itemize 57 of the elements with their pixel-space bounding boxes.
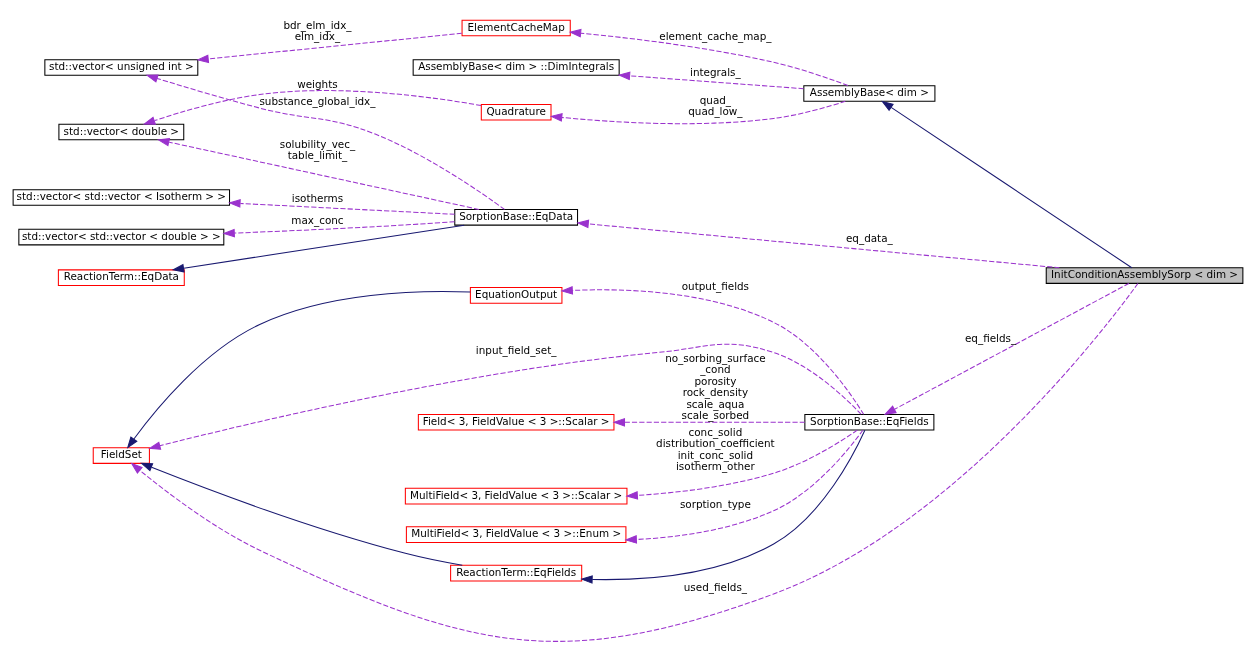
- arrow: [883, 282, 1130, 416]
- arrow: [580, 429, 866, 584]
- node-box: InitConditionAssemblySorp < dim >: [1045, 267, 1244, 284]
- node-box: std::vector< std::vector < Isotherm > >: [12, 189, 231, 206]
- edge-label: sorption_type: [679, 497, 751, 510]
- edge-label: bdr_elm_idx_ elm_idx_: [283, 19, 352, 43]
- arrow: [560, 286, 865, 415]
- arrow: [142, 90, 482, 125]
- edge-label: no_sorbing_surface _cond porosity rock_density scale_aqua scale_sorbed: [665, 351, 766, 422]
- arrow: [156, 137, 480, 210]
- arrow: [612, 417, 806, 427]
- arrow: [140, 462, 463, 566]
- arrow: [171, 224, 465, 273]
- edge-label: output_fields: [681, 280, 750, 293]
- node-box: MultiField< 3, FieldValue < 3 >::Enum >: [405, 526, 627, 543]
- edge-label: isotherms: [291, 191, 344, 204]
- edge-label: element_cache_map_: [659, 30, 772, 43]
- arrow: [576, 219, 1060, 269]
- arrow: [222, 221, 456, 238]
- node-box: std::vector< double >: [58, 123, 185, 141]
- node-box: std::vector< unsigned int >: [44, 59, 199, 76]
- node-box: MultiField< 3, FieldValue < 3 >::Scalar >: [404, 487, 628, 505]
- node-box: AssemblyBase< dim > ::DimIntegrals: [412, 59, 620, 76]
- node-box: EquationOutput: [469, 287, 563, 304]
- edge-label: conc_solid distribution_coefficient init_conc_solid isotherm_other: [656, 425, 775, 473]
- edge-label: quad_ quad_low_: [688, 93, 743, 118]
- arrow: [145, 74, 505, 210]
- arrow: [228, 199, 456, 215]
- edge-label: solubility_vec_ table_limit_: [279, 137, 356, 162]
- node-box: AssemblyBase< dim >: [803, 85, 936, 102]
- arrow: [881, 100, 1133, 269]
- arrow: [624, 429, 864, 544]
- arrow: [625, 429, 858, 500]
- edge-label: weights: [297, 78, 338, 91]
- arrow: [148, 343, 862, 450]
- edge-label: integrals_: [690, 65, 741, 78]
- arrow: [196, 32, 463, 64]
- node-box: ElementCacheMap: [461, 19, 571, 37]
- edge-label: used_fields_: [683, 580, 747, 593]
- edge-label: input_field_set_: [475, 343, 557, 356]
- edge-label: max_conc: [291, 213, 344, 226]
- edge-label: eq_data_: [845, 232, 893, 245]
- node-box: std::vector< std::vector < double > >: [18, 228, 225, 246]
- arrow: [549, 100, 846, 125]
- arrow: [130, 282, 1139, 642]
- node-box: Quadrature: [480, 103, 552, 121]
- arrow: [568, 28, 849, 87]
- node-box: ReactionTerm::EqData: [57, 269, 185, 286]
- edge-label: substance_global_idx_: [259, 94, 376, 107]
- node-box: ReactionTerm::EqFields: [450, 564, 583, 582]
- node-box: SorptionBase::EqData: [454, 209, 579, 226]
- node-box: SorptionBase::EqFields: [804, 413, 935, 431]
- arrow: [126, 291, 471, 449]
- node-box: Field< 3, FieldValue < 3 >::Scalar >: [417, 413, 615, 431]
- edge-label: eq_fields_: [964, 332, 1017, 345]
- node-box: FieldSet: [92, 447, 150, 464]
- arrow: [617, 71, 805, 90]
